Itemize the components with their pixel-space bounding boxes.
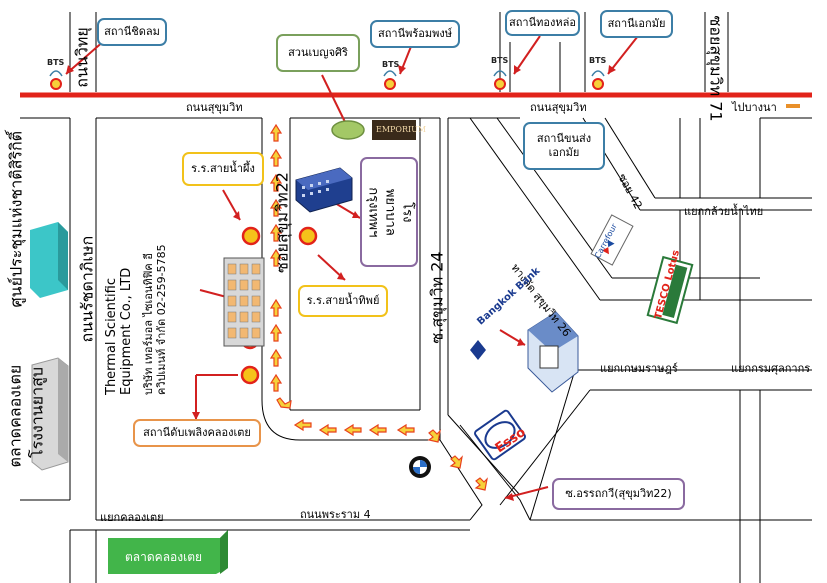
- khlong-toei-market-box: [108, 530, 228, 574]
- company-building: [223, 257, 265, 347]
- benjasiri-park: [331, 120, 365, 140]
- sukhumvit-label-right: ถนนสุขุมวิท: [530, 101, 587, 114]
- hospital-label: โรงพยาบาล กรุงเทพฯ: [365, 186, 415, 238]
- bts-label-chidlom: BTS: [47, 58, 65, 67]
- krom-kulakorn-junction-label: แยกกรมศุลกากร: [731, 362, 811, 375]
- hospital-box: โรงพยาบาล กรุงเทพฯ: [360, 157, 418, 267]
- soi-arun-box: ซ.อรรถกวี(สุขุมวิท22): [552, 478, 685, 510]
- tobacco-factory-building: [31, 357, 69, 471]
- bts-stations: [49, 70, 605, 90]
- khlong-toei-market-left-label: ตลาดคลองเตย: [5, 364, 25, 468]
- benjasiri-park-box: สวนเบญจศิริ: [276, 34, 360, 72]
- company-name-line2: Equipment Co., LTD: [118, 267, 134, 395]
- school-namphueng-marker: [241, 226, 261, 246]
- company-thai-line1: บริษัท เทอร์มอล ไซเอนทิฟิค อี: [142, 253, 155, 395]
- bmw-logo: [409, 456, 431, 478]
- soi-22-label: ซอยสุขุมวิท22: [272, 172, 292, 273]
- chidlom-station-box: สถานีชิดลม: [97, 18, 167, 46]
- sukhumvit-label-left: ถนนสุขุมวิท: [186, 101, 243, 114]
- route-arrows: [269, 123, 488, 491]
- to-bangna-label: ไปบางนา: [732, 101, 777, 114]
- khlong-toei-market-label: ตลาดคลองเตย: [125, 550, 203, 564]
- kasem-rat-junction-label: แยกเกษมราษฎร์: [600, 362, 678, 375]
- bts-label-thong-lo: BTS: [491, 56, 509, 65]
- qsncc-building: [30, 222, 68, 298]
- emporium-label: EMPORIUM: [376, 125, 427, 134]
- tobacco-factory-label: โรงงานยาสูบ: [27, 367, 47, 459]
- khlong-toei-junction-label: แยกคลองเตย: [100, 511, 164, 524]
- hospital-building: [295, 167, 353, 213]
- thong-lo-station-box: สถานีทองหล่อ: [505, 10, 580, 36]
- company-name-th: บริษัท เทอร์มอล ไซเอนทิฟิค อี ควิปเมนท์ …: [142, 244, 168, 395]
- kluay-nam-thai-junction-label: แยกกล้วยน้ำไทย: [684, 205, 764, 218]
- esso-sign: [474, 409, 526, 461]
- tesco-lotus-sign: [646, 255, 694, 325]
- carrefour-sign: [590, 214, 634, 266]
- soi-ekkamai-label: ซอยสุขุมวิท 71: [706, 15, 726, 122]
- qsncc-label: ศูนย์ประชุมแห่งชาติสิริกิติ์: [6, 130, 26, 308]
- fire-station-box: สถานีดับเพลิงคลองเตย: [133, 419, 261, 447]
- bts-label-phrom-phong: BTS: [382, 60, 400, 69]
- bts-label-ekkamai: BTS: [589, 56, 607, 65]
- school-namthip-marker: [298, 226, 318, 246]
- company-thai-line2: ควิปเมนท์ จำกัด 02-259-5785: [154, 244, 168, 395]
- soi-24-label: ซ.สุขุมวิท 24: [427, 251, 447, 344]
- fire-station-marker: [240, 365, 260, 385]
- ratchadaphisek-road-label: ถนนรัชดาภิเษก: [77, 235, 97, 343]
- company-name-line1: Thermal Scientific: [104, 278, 119, 395]
- school-namthip-box: ร.ร.สายน้ำทิพย์: [298, 285, 388, 317]
- emporium-logo: [372, 120, 416, 140]
- phrom-phong-station-box: สถานีพร้อมพงษ์: [370, 20, 460, 48]
- ekkamai-station-box: สถานีเอกมัย: [600, 10, 673, 38]
- wireless-road-label: ถนนวิทยุ: [72, 27, 92, 88]
- bangkok-bank-building: [527, 311, 579, 393]
- rama4-label: ถนนพระราม 4: [300, 508, 371, 521]
- company-name-en: Thermal Scientific Equipment Co., LTD: [104, 267, 135, 395]
- bangkok-bank-logo: [470, 340, 486, 360]
- to-bangna-marker: [786, 104, 800, 108]
- khon-song-station-box: สถานีขนส่ง เอกมัย: [523, 122, 605, 170]
- school-namphueng-box: ร.ร.สายน้ำผึ้ง: [182, 152, 264, 186]
